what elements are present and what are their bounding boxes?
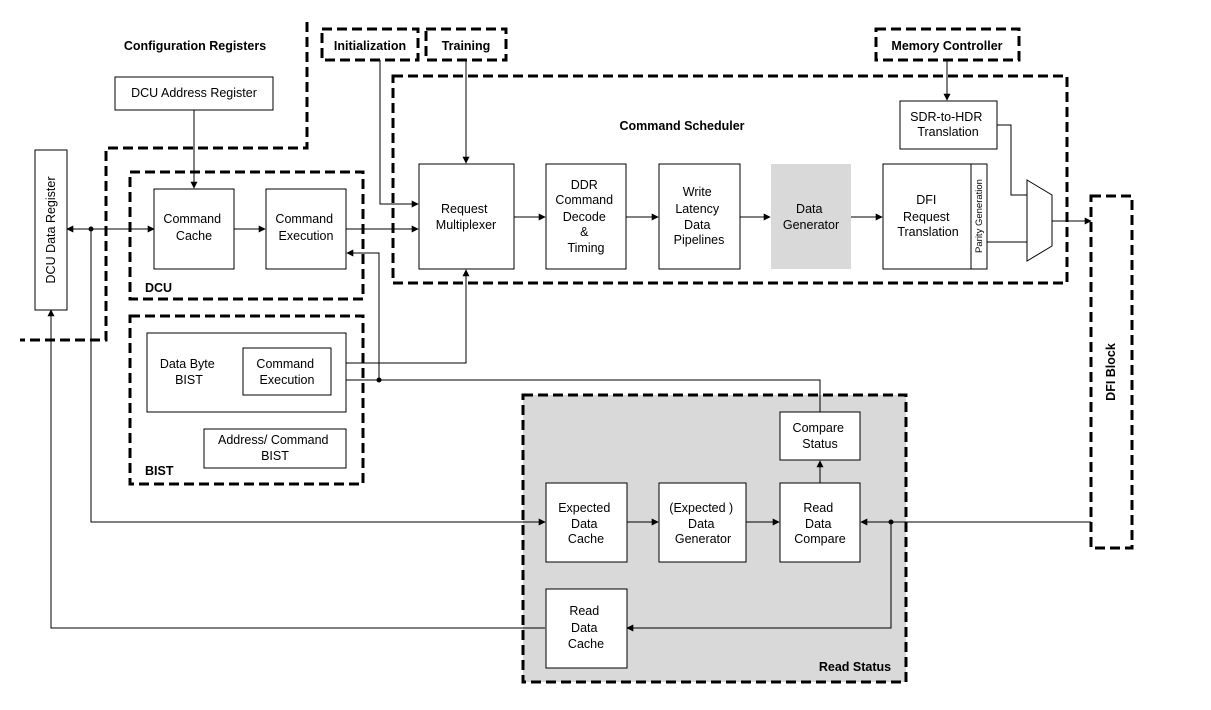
parity-generation-text: Parity Generation bbox=[974, 179, 985, 253]
dcu-data-register-text: DCU Data Register bbox=[44, 177, 58, 284]
training-label: Training bbox=[442, 39, 491, 53]
data-generator-box bbox=[771, 164, 851, 269]
command-cache-text: Command Cache bbox=[163, 212, 224, 243]
command-execution-bist-text: Command Execution bbox=[256, 357, 317, 387]
bist-label: BIST bbox=[145, 464, 174, 478]
request-multiplexer-text: Request Multiplexer bbox=[436, 202, 496, 232]
command-execution-dcu-text: Command Execution bbox=[275, 212, 336, 243]
dcu-data-register-box bbox=[34, 149, 68, 311]
dfi-request-translation-box bbox=[882, 163, 988, 270]
read-data-cache-text: Read Data Cache bbox=[568, 604, 604, 651]
compare-status-text: Compare Status bbox=[793, 421, 848, 451]
output-mux bbox=[1026, 179, 1053, 262]
expected-data-generator-text: (Expected ) Data Generator bbox=[669, 501, 736, 546]
ddr-command-decode-text: DDR Command Decode & Timing bbox=[555, 178, 616, 255]
sdr-to-hdr-box bbox=[899, 100, 998, 150]
data-byte-bist-text: Data Byte BIST bbox=[160, 357, 218, 387]
command-execution-bist-box bbox=[242, 347, 332, 396]
dcu-address-register-box bbox=[114, 76, 274, 111]
expected-data-cache-text: Expected Data Cache bbox=[558, 501, 614, 546]
address-command-bist-box bbox=[203, 428, 347, 469]
initialization-label: Initialization bbox=[334, 39, 406, 53]
command-cache-box bbox=[153, 188, 235, 270]
dcu-address-register-text: DCU Address Register bbox=[131, 86, 257, 100]
write-latency-box bbox=[658, 163, 741, 270]
sdr-to-hdr-text: SDR-to-HDR Translation bbox=[910, 110, 986, 139]
command-execution-dcu-box bbox=[265, 188, 347, 270]
dfi-request-translation-text: DFI Request Translation bbox=[897, 193, 958, 239]
expected-data-cache-box bbox=[545, 482, 628, 563]
dfi-block-region bbox=[1089, 194, 1134, 550]
command-scheduler-label: Command Scheduler bbox=[619, 119, 744, 133]
config-registers-boundary bbox=[20, 22, 309, 342]
ddr-command-decode-box bbox=[545, 163, 627, 270]
dfi-block-text: DFI Block bbox=[1104, 343, 1118, 401]
read-data-compare-text: Read Data Compare bbox=[794, 501, 845, 546]
dcu-label: DCU bbox=[145, 281, 172, 295]
bist-region bbox=[128, 314, 365, 486]
address-command-bist-text: Address/ Command BIST bbox=[218, 433, 332, 463]
data-generator-text: Data Generator bbox=[783, 202, 839, 232]
write-latency-text: Write Latency Data Pipelines bbox=[674, 185, 725, 247]
compare-status-box bbox=[779, 411, 861, 461]
memory-controller-label: Memory Controller bbox=[891, 39, 1002, 53]
request-multiplexer-box bbox=[418, 163, 515, 270]
read-data-compare-box bbox=[779, 482, 861, 563]
initialization-region bbox=[320, 27, 420, 62]
read-data-cache-box bbox=[545, 588, 628, 669]
expected-data-generator-box bbox=[658, 482, 747, 563]
command-scheduler-region bbox=[391, 74, 1069, 285]
config-registers-label: Configuration Registers bbox=[124, 39, 266, 53]
read-status-label: Read Status bbox=[819, 660, 891, 674]
